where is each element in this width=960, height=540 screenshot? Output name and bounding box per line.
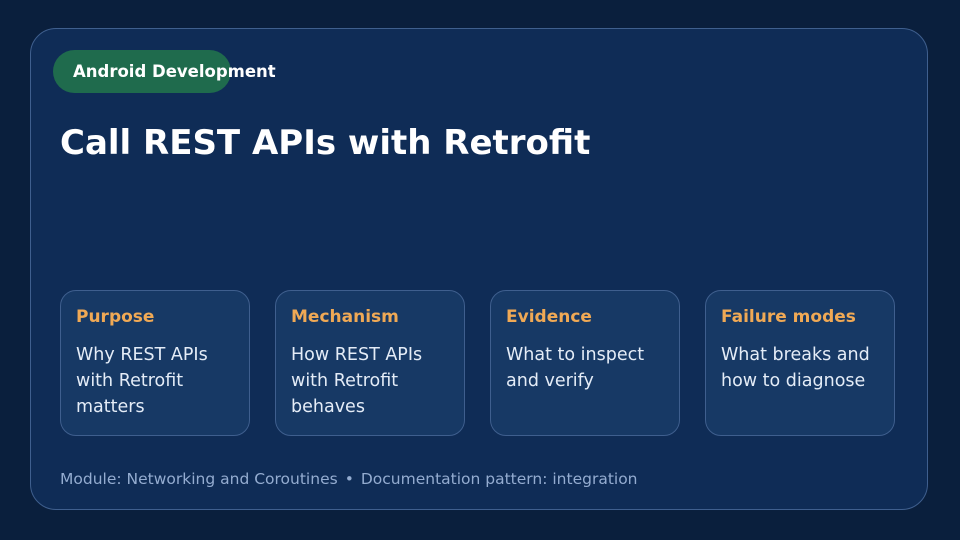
card-body: What breaks and how to diagnose <box>721 345 870 391</box>
slide-panel: Android Development Call REST APIs with … <box>30 28 928 510</box>
footer-separator: • <box>344 470 354 488</box>
card-mechanism: Mechanism How REST APIs with Retrofit be… <box>275 290 465 436</box>
card-heading: Mechanism <box>291 307 399 327</box>
footer-module: Module: Networking and Coroutines <box>60 470 338 488</box>
category-tag: Android Development <box>53 50 276 93</box>
card-body: Why REST APIs with Retrofit matters <box>76 345 208 417</box>
card-heading: Evidence <box>506 307 592 327</box>
card-failure-modes: Failure modes What breaks and how to dia… <box>705 290 895 436</box>
card-heading: Failure modes <box>721 307 856 327</box>
card-body: How REST APIs with Retrofit behaves <box>291 345 423 417</box>
card-purpose: Purpose Why REST APIs with Retrofit matt… <box>60 290 250 436</box>
footer: Module: Networking and Coroutines • Docume… <box>60 470 638 488</box>
card-evidence: Evidence What to inspect and verify <box>490 290 680 436</box>
card-heading: Purpose <box>76 307 155 327</box>
footer-pattern: Documentation pattern: integration <box>360 470 638 488</box>
card-body: What to inspect and verify <box>506 345 645 391</box>
page-title: Call REST APIs with Retrofit <box>60 123 591 163</box>
